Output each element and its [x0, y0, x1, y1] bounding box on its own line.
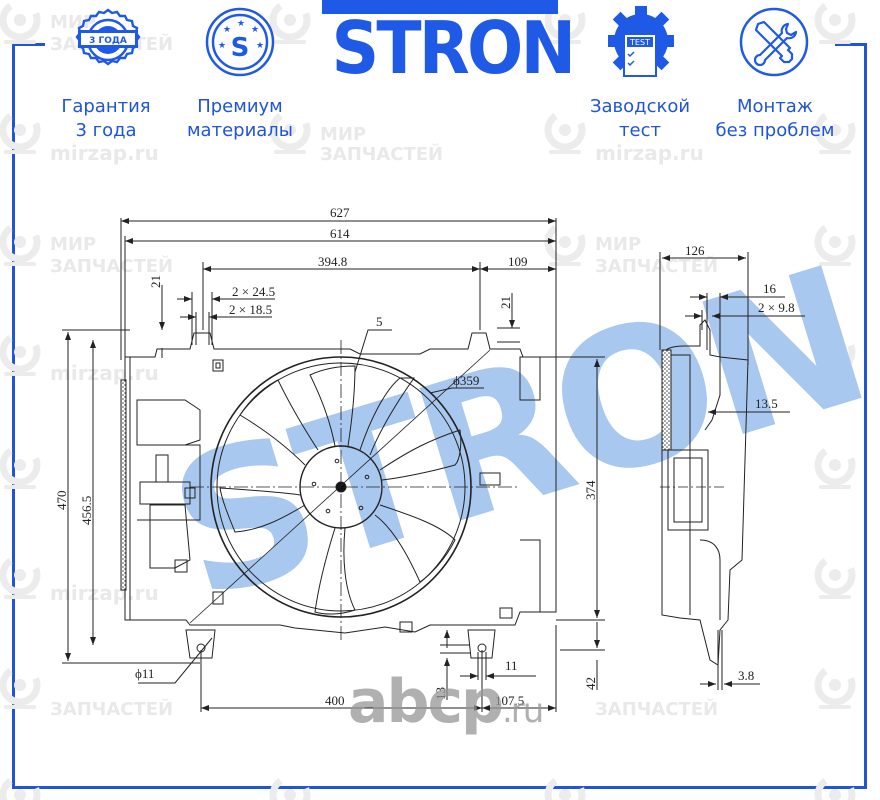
front-view	[62, 218, 605, 712]
feature-label-premium: Премиум материалы	[186, 96, 294, 141]
frame-top-right-line	[835, 43, 866, 46]
feature-label-factory-test: Заводской тест	[589, 96, 691, 141]
premium-star-badge-icon: ★ ★ ★ ★ ★ S	[205, 7, 275, 77]
svg-text:13: 13	[433, 687, 448, 700]
svg-text:394.8: 394.8	[318, 254, 347, 269]
svg-text:627: 627	[330, 205, 350, 220]
svg-text:★: ★	[251, 25, 259, 35]
svg-text:2 × 18.5: 2 × 18.5	[229, 302, 272, 317]
svg-text:11: 11	[505, 658, 518, 673]
tools-wrench-screwdriver-icon	[739, 7, 809, 77]
svg-text:МИР: МИР	[50, 234, 96, 255]
feature-installation	[738, 6, 810, 78]
svg-text:ЗАПЧАСТЕЙ: ЗАПЧАСТЕЙ	[595, 698, 718, 720]
svg-text:МИР: МИР	[50, 12, 96, 33]
svg-text:3 ГОДА: 3 ГОДА	[89, 36, 127, 46]
factory-test-gear-icon: TEST	[608, 6, 674, 77]
svg-text:109: 109	[508, 254, 528, 269]
feature-label-warranty: Гарантия 3 года	[61, 96, 151, 141]
svg-text:★: ★	[218, 41, 226, 51]
svg-text:★: ★	[237, 19, 245, 29]
svg-text:16: 16	[763, 281, 777, 296]
svg-text:21: 21	[148, 275, 163, 288]
svg-text:ЗАПЧАСТЕЙ: ЗАПЧАСТЕЙ	[320, 143, 443, 165]
svg-text:S: S	[231, 33, 250, 63]
logo-text: STRON	[331, 6, 576, 90]
svg-text:mirzap.ru: mirzap.ru	[595, 141, 704, 165]
frame-left-line	[12, 43, 15, 789]
svg-text:21: 21	[498, 296, 513, 309]
svg-text:614: 614	[330, 226, 350, 241]
svg-text:МИР: МИР	[320, 124, 366, 145]
svg-text:400: 400	[325, 693, 345, 708]
svg-text:ЗАПЧАСТЕЙ: ЗАПЧАСТЕЙ	[50, 255, 173, 277]
svg-text:TEST: TEST	[629, 38, 650, 47]
svg-text:МИР: МИР	[595, 234, 641, 255]
svg-text:3.8: 3.8	[738, 668, 754, 683]
feature-factory-test: TEST	[606, 4, 676, 80]
svg-text:mirzap.ru: mirzap.ru	[50, 141, 159, 165]
svg-text:5: 5	[376, 314, 383, 329]
svg-text:42: 42	[583, 677, 598, 690]
feature-warranty: 3 ГОДА	[68, 6, 148, 76]
svg-text:470: 470	[54, 491, 69, 511]
feature-label-installation: Монтаж без проблем	[715, 96, 835, 141]
feature-premium: ★ ★ ★ ★ ★ S	[204, 6, 276, 78]
brand-logo: STRON	[322, 0, 576, 90]
abcp-watermark: abcp.ru	[348, 667, 544, 737]
dimension-labels: 627 614 394.8 109 2 × 24.5 2 × 18.5 21 2…	[54, 205, 795, 708]
svg-text:2 × 9.8: 2 × 9.8	[758, 300, 795, 315]
frame-right-line	[864, 43, 867, 789]
svg-text:ЗАПЧАСТЕЙ: ЗАПЧАСТЕЙ	[50, 698, 173, 720]
side-view	[659, 252, 805, 690]
svg-text:126: 126	[685, 243, 705, 258]
svg-text:13.5: 13.5	[755, 396, 778, 411]
svg-text:★: ★	[223, 25, 231, 35]
svg-text:ϕ359: ϕ359	[453, 373, 479, 388]
logo-bar	[322, 0, 558, 14]
frame-top-left-line	[12, 43, 45, 46]
svg-text:456.5: 456.5	[79, 496, 94, 525]
svg-text:374: 374	[583, 480, 598, 500]
svg-text:2 × 24.5: 2 × 24.5	[232, 284, 275, 299]
svg-text:★: ★	[256, 41, 264, 51]
frame-bottom-line	[12, 786, 867, 789]
warranty-seal-icon: 3 ГОДА	[75, 8, 141, 66]
svg-text:107.5: 107.5	[495, 693, 524, 708]
svg-text:ϕ11: ϕ11	[135, 666, 154, 681]
